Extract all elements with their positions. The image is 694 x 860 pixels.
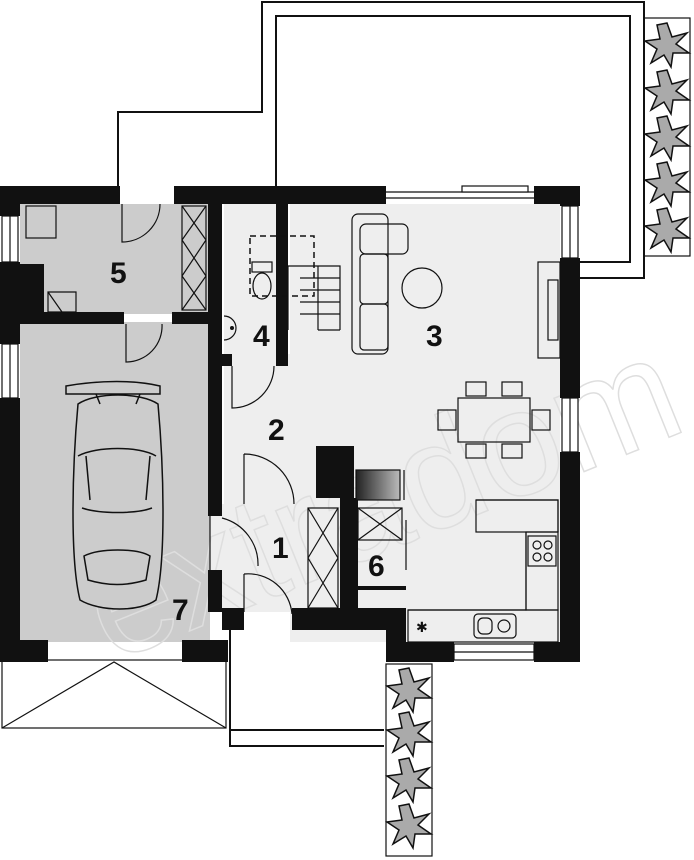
dining-set-icon — [437, 381, 551, 459]
car-icon — [65, 380, 164, 610]
living-furniture — [351, 213, 561, 459]
plants-right — [642, 17, 692, 257]
wardrobes — [181, 205, 403, 609]
window-right-mid — [561, 397, 579, 453]
sink-icon — [473, 613, 517, 639]
utility-fixtures — [25, 205, 77, 313]
plant-icon — [642, 207, 692, 255]
walls — [0, 186, 580, 662]
porch-outline — [229, 630, 384, 747]
round-table-icon — [401, 267, 443, 309]
room-label-5: 5 — [110, 257, 127, 290]
terrace-outline — [117, 1, 645, 279]
door-room5-7 — [125, 323, 163, 363]
toilet-icon — [251, 261, 273, 300]
room-label-2: 2 — [268, 414, 285, 447]
plant-icon — [642, 161, 692, 209]
wardrobe-room5 — [181, 205, 207, 311]
room-label-4: 4 — [253, 320, 270, 353]
sofa-icon — [351, 213, 409, 355]
plant-icon — [384, 711, 434, 759]
plant-icon — [384, 667, 434, 715]
fireplace-icon — [537, 261, 561, 359]
windows — [1, 185, 579, 661]
door-room5-top — [121, 203, 161, 243]
room-label-3: 3 — [426, 320, 443, 353]
stove-unit-icon — [47, 291, 77, 313]
bathroom-fixtures — [223, 261, 273, 341]
window-left-top — [1, 215, 19, 263]
room-5-fill — [20, 204, 210, 314]
plant-icon — [384, 757, 434, 805]
plant-icon — [642, 22, 692, 70]
room-label-6: 6 — [368, 550, 385, 583]
door-garage — [209, 516, 259, 570]
stove-icon — [527, 535, 557, 567]
room-4-fill — [224, 204, 280, 354]
wardrobe-room6 — [357, 507, 403, 541]
door-room4 — [231, 365, 275, 409]
room-label-1: 1 — [272, 532, 289, 565]
room-labels: 5 4 3 2 1 6 7 — [110, 257, 443, 627]
doors — [121, 203, 295, 615]
window-right-top — [561, 205, 579, 259]
washbasin-icon — [223, 315, 237, 341]
window-left-mid — [1, 343, 19, 399]
room-label-7: 7 — [172, 594, 189, 627]
plant-icon — [642, 115, 692, 163]
window-top — [386, 185, 534, 204]
plant-icon — [642, 69, 692, 117]
driveway-outline — [1, 659, 227, 729]
stairs-icon — [249, 235, 341, 331]
plants-bottom — [384, 663, 434, 857]
wardrobe-room1 — [307, 507, 339, 609]
door-room2-1 — [243, 453, 295, 505]
door-entry — [243, 573, 293, 615]
kitchen: ✱ — [407, 499, 559, 643]
plant-icon — [384, 803, 434, 851]
chimney-icon — [355, 469, 401, 501]
boiler-icon — [25, 205, 57, 239]
asterisk-icon: ✱ — [416, 620, 428, 636]
window-bottom-kitchen — [453, 643, 535, 661]
room-2-fill — [224, 354, 330, 504]
